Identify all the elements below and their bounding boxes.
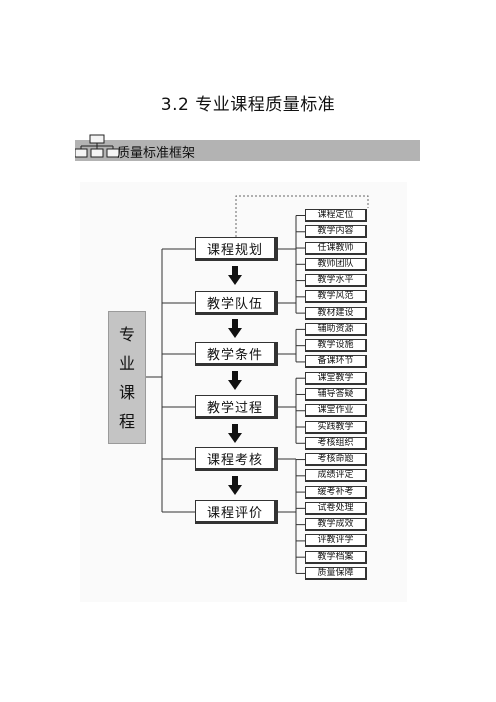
framework-item: 教学风范 [305, 290, 367, 304]
framework-item: 辅助资源 [305, 322, 367, 336]
down-arrow-icon [228, 476, 242, 495]
stage-course-assessment: 课程考核 [195, 447, 278, 471]
framework-item: 试卷处理 [305, 501, 367, 515]
framework-item: 实践教学 [305, 420, 367, 434]
framework-item: 教材建设 [305, 306, 367, 320]
framework-item: 课堂教学 [305, 371, 367, 385]
root-node-professional-course: 专 业 课 程 [108, 311, 146, 444]
root-char: 专 [118, 325, 135, 344]
framework-item: 缓考补考 [305, 485, 367, 499]
stage-course-evaluation: 课程评价 [195, 500, 278, 524]
page-title: 3.2 专业课程质量标准 [160, 95, 336, 115]
framework-item: 质量保障 [305, 566, 367, 580]
framework-item: 考核组织 [305, 436, 367, 450]
framework-item: 教学档案 [305, 550, 367, 564]
framework-item: 教学内容 [305, 225, 367, 239]
down-arrow-icon [228, 266, 242, 285]
framework-item: 任课教师 [305, 241, 367, 255]
framework-item: 考核命题 [305, 453, 367, 466]
framework-item: 课堂作业 [305, 404, 367, 418]
feedback-dotted-line [235, 195, 369, 237]
framework-item: 辅导答疑 [305, 388, 367, 401]
framework-item: 教学设施 [305, 339, 367, 353]
framework-item: 评教评学 [305, 534, 367, 548]
section-banner-label: 质量标准框架 [117, 146, 196, 161]
framework-item: 备课环节 [305, 355, 367, 369]
section-banner: 质量标准框架 [74, 134, 420, 161]
root-char: 课 [118, 383, 135, 402]
down-arrow-icon [228, 424, 242, 443]
org-chart-icon [74, 134, 120, 166]
framework-item: 课程定位 [305, 209, 367, 222]
down-arrow-icon [228, 319, 242, 338]
framework-item: 成绩评定 [305, 469, 367, 483]
stage-course-planning: 课程规划 [195, 237, 278, 261]
framework-item: 教师团队 [305, 257, 367, 271]
down-arrow-icon [228, 371, 242, 390]
framework-item: 教学水平 [305, 274, 367, 288]
framework-item: 教学成效 [305, 518, 367, 532]
stage-teaching-conditions: 教学条件 [195, 342, 278, 366]
stage-teaching-team: 教学队伍 [195, 291, 278, 315]
root-char: 程 [118, 412, 135, 431]
stage-teaching-process: 教学过程 [195, 395, 278, 419]
root-char: 业 [118, 354, 135, 373]
